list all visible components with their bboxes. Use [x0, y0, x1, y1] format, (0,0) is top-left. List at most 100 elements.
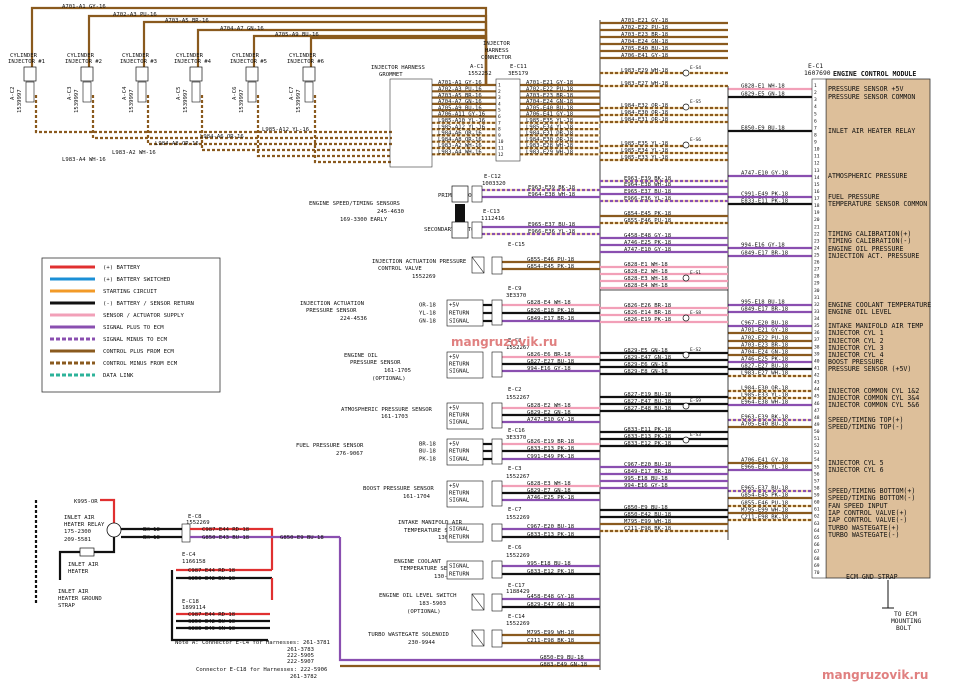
middle-bundle-label: G854-E45 PK-18 [624, 211, 672, 217]
ecm-pin-number: 60 [814, 500, 820, 506]
middle-bundle-label: G827-E19 BU-18 [624, 392, 672, 398]
top-bundle-label: A704-E24 GN-18 [621, 39, 669, 45]
splice-label: E-S3 [690, 432, 701, 438]
ac1-out-label: L985-E35 YL-18 [526, 118, 574, 124]
sensor-pin-color: BU-18 [419, 449, 436, 455]
ecm-pin-number: 56 [814, 471, 820, 477]
splice-icon [682, 141, 690, 149]
ecm-pin-number: 11 [814, 154, 820, 160]
middle-bundle-label: G850-E9 BU-18 [624, 505, 668, 511]
sensor-pin-color: OR-18 [419, 303, 436, 309]
ecm-pin-label: INJECTOR COMMON CYL 1&2 [828, 387, 919, 395]
component-wire-label: G827-E27 BU-18 [527, 359, 575, 365]
injector-body-icon [189, 66, 203, 82]
component-title: BOOST PRESSURE SENSOR [363, 486, 434, 492]
ecm-wire-label: A703-E23 BR-18 [741, 343, 789, 349]
note-a-4: 222-5907 [287, 659, 314, 665]
middle-bundle-label: G826-E14 BR-18 [624, 310, 672, 316]
top-bundle-label: L985-E33 YL-18 [621, 155, 669, 161]
note-b-2: 261-3782 [290, 674, 317, 680]
c8-wire-2: G850-E43 BU-18 [202, 535, 250, 541]
injector-top-wire [87, 14, 488, 85]
component-wire-label: G828-E4 WH-18 [527, 300, 571, 306]
ecm-wire-label: A702-E22 PU-18 [741, 336, 789, 342]
ecm-wire-label: C991-E49 PK-18 [741, 192, 789, 198]
bk-label-1: BK-18 [143, 527, 160, 533]
component-connector-part: 1552267 [506, 474, 530, 480]
middle-bundle-label: G850-E42 BU-18 [624, 512, 672, 518]
ecm-pin-number: 61 [814, 507, 820, 513]
ecm-wire-label: E963-E39 BK-18 [741, 415, 789, 421]
ecm-pin-number: 69 [814, 563, 820, 569]
ac1-out-label: A704-E24 GN-18 [526, 99, 574, 105]
middle-bundle-label: M795-E99 WH-18 [624, 519, 672, 525]
ecm-pin-number: 26 [814, 260, 820, 266]
splice-label: E-S9 [690, 398, 701, 404]
speed-sensor-shield-icon [455, 204, 465, 226]
splice-icon [682, 402, 690, 410]
note-a-3: 222-5905 [287, 653, 314, 659]
relay-wire: K995-OR [74, 499, 98, 505]
ecm-pin-number: 7 [814, 125, 817, 131]
ecm-pin-number: 20 [814, 217, 820, 223]
legend-label: DATA LINK [103, 373, 134, 379]
ecm-ground: TO ECM MOUNTING BOLT [882, 580, 922, 632]
top-bundle-label: A701-E21 GY-18 [621, 18, 669, 24]
component-wire-label: G854-E45 PK-18 [527, 264, 575, 270]
heater-title-2: HEATER [68, 569, 89, 575]
ec12-id: E-C12 [484, 174, 501, 180]
component-note: (OPTIONAL) [407, 609, 441, 615]
speed-sensor-wire-label: E965-E37 BU-18 [528, 222, 576, 228]
injector-harness-connector: INJECTOR HARNESS CONNECTOR A-C1 1552252 … [438, 41, 574, 162]
component-connector-part: 1552267 [506, 345, 530, 351]
ec11-part: 3E5179 [508, 71, 528, 77]
c4-id: E-C4 [182, 552, 196, 558]
splice-icon [682, 69, 690, 77]
ecm-pin-number: 1 [814, 83, 817, 89]
ecm-pin-number: 24 [814, 245, 820, 251]
component-connector-icon [491, 523, 503, 542]
ecm-pin-number: 4 [814, 104, 817, 110]
splice-label: E-S1 [690, 270, 701, 276]
component-wire-label: G855-E46 PU-18 [527, 257, 575, 263]
injector-subtitle: INJECTOR #4 [174, 59, 212, 65]
ecm-pin-number: 38 [814, 344, 820, 350]
ac1-id: A-C1 [470, 64, 483, 70]
sensor-pin-label: RETURN [449, 362, 469, 368]
middle-bundle-label: E963-E39 BK-18 [624, 176, 672, 182]
c8-wire-1: C987-E44 RD-18 [202, 527, 250, 533]
ecm-pin-number: 33 [814, 309, 820, 315]
component-title: TURBO WASTEGATE SOLENOID [368, 632, 449, 638]
ecm-pin-number: 34 [814, 316, 820, 322]
component-connector-id: E-C8 [508, 338, 522, 344]
splice-label: E-S6 [690, 137, 701, 143]
injector-return-wire [200, 95, 392, 152]
top-bundle-label: L984-E30 OR-18 [621, 110, 669, 116]
component-connector-id: E-C16 [508, 428, 525, 434]
heater-out-wire: G850-E9 BU-18 [280, 535, 324, 541]
sensor-pin-label: RETURN [449, 491, 469, 497]
middle-bundle-label: G849-E17 BR-18 [624, 469, 672, 475]
injector-top-wire [309, 36, 488, 85]
component-title-2: TEMPERATURE SENSOR [400, 566, 461, 572]
splice-label: E-S5 [690, 99, 701, 105]
injector-wire-label: L985-A12 YL-16 [262, 127, 309, 133]
grommet-wire-label: A705-A9 BU-16 [438, 105, 482, 111]
heater-element-icon [79, 547, 95, 557]
ecm-wire-label: L985-E33 YL-18 [741, 393, 789, 399]
ecm-pin-number: 43 [814, 380, 820, 386]
heater-relay-control-wire [190, 527, 274, 570]
component-connector-part: 3E3370 [506, 293, 526, 299]
sensor-pin-label: +5V [449, 442, 460, 448]
injector-body-icon [135, 66, 149, 82]
injector-wire-label: L983-A2 WH-16 [112, 150, 156, 156]
ecm-pin-label: TIMING CALIBRATION(+) [828, 230, 911, 238]
injector-title: CYLINDER [176, 53, 204, 59]
component-part: 230-9944 [408, 640, 436, 646]
speed-sensor-title: ENGINE SPEED/TIMING SENSORS [309, 201, 400, 207]
sensor-pin-label: SIGNAL [449, 420, 470, 426]
component-title: ENGINE OIL [344, 353, 378, 359]
ecm-pin-label: TURBO WASTEGATE(-) [828, 531, 899, 539]
c8-id: E-C8 [188, 514, 202, 520]
c8-part: 1552269 [186, 520, 210, 526]
